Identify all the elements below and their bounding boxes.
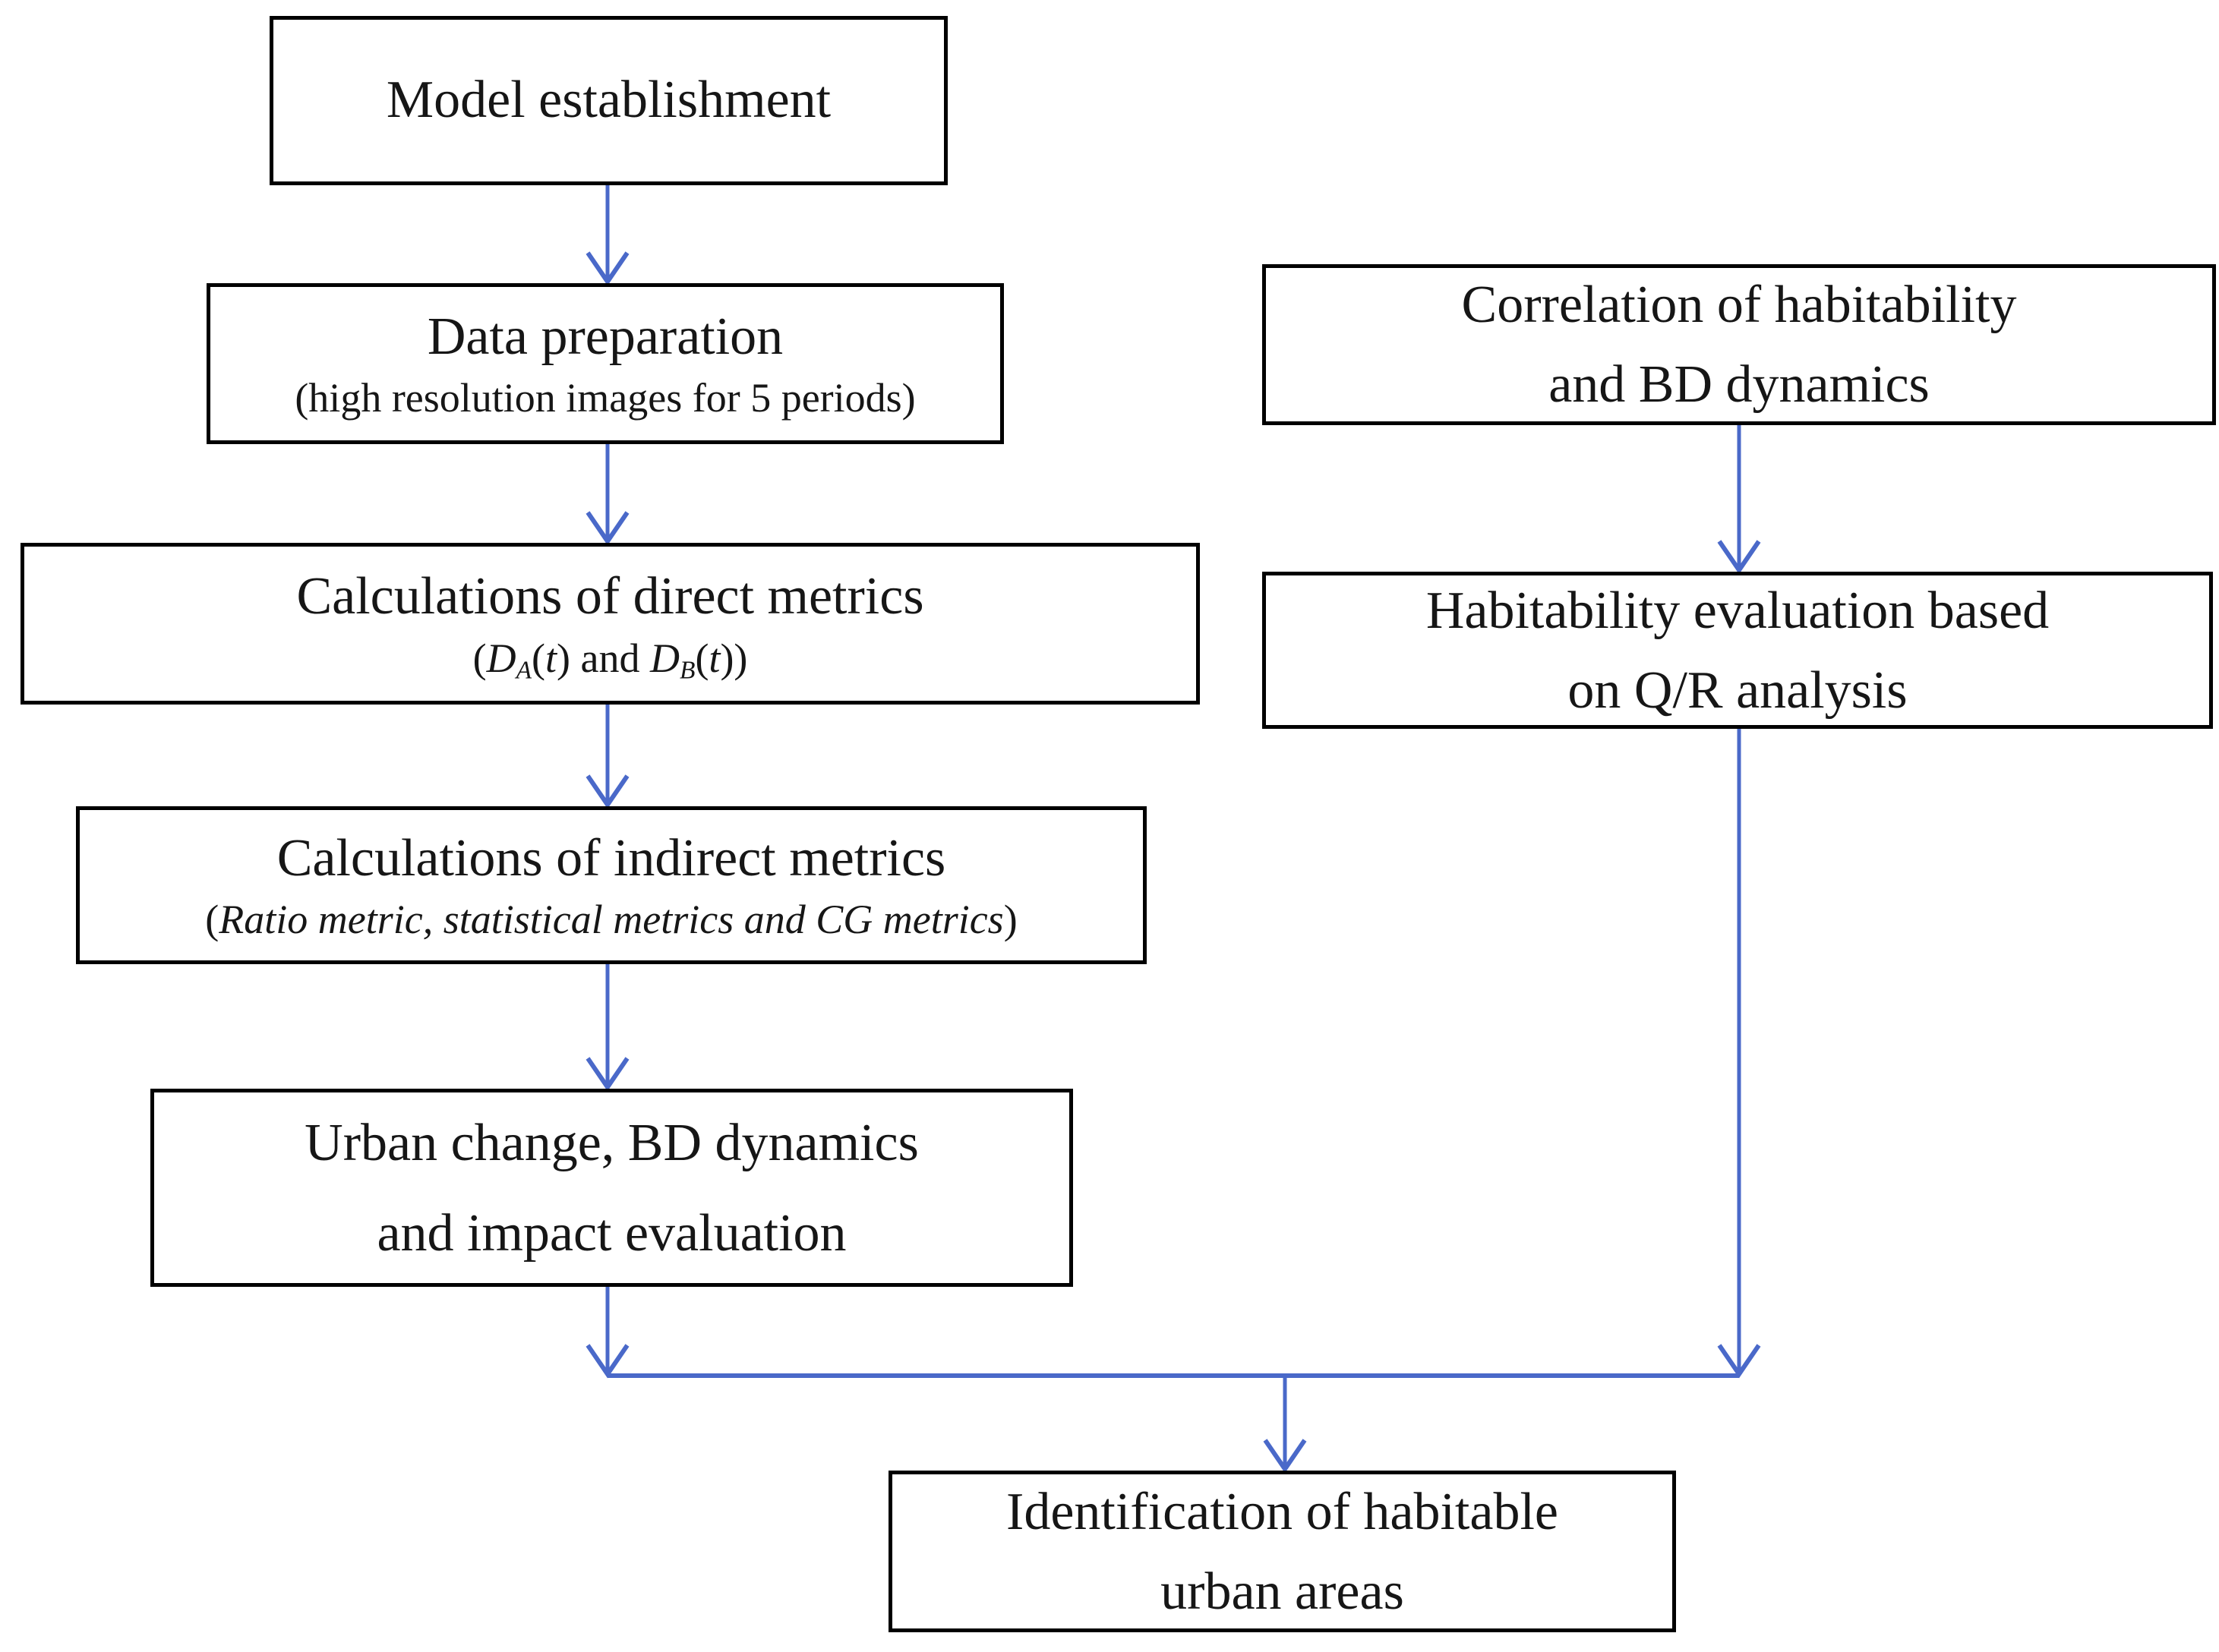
box-correlation-habitability: Correlation of habitability and BD dynam… bbox=[1262, 264, 2216, 425]
box-subtitle-formula: (DA(t) and DB(t)) bbox=[472, 635, 748, 685]
formula-variable: t bbox=[545, 635, 557, 681]
box-subtitle: (high resolution images for 5 periods) bbox=[295, 375, 916, 421]
box-title: Correlation of habitability and BD dynam… bbox=[1462, 265, 2017, 424]
box-identification-habitable-areas: Identification of habitable urban areas bbox=[889, 1471, 1676, 1632]
formula-paren: ( bbox=[532, 635, 546, 681]
subtitle-paren: ( bbox=[205, 897, 219, 943]
box-title: Habitability evaluation based on Q/R ana… bbox=[1426, 571, 2049, 730]
arrow-indirect-to-urban bbox=[586, 964, 630, 1092]
title-line-1: Habitability evaluation based bbox=[1425, 581, 2050, 640]
title-line-1: Identification of habitable bbox=[1006, 1482, 1558, 1541]
box-data-preparation: Data preparation (high resolution images… bbox=[207, 283, 1004, 444]
title-line-2: urban areas bbox=[1160, 1562, 1404, 1621]
box-model-establishment: Model establishment bbox=[270, 16, 948, 185]
formula-variable: D bbox=[486, 635, 516, 681]
arrow-junction-to-identification bbox=[1263, 1376, 1307, 1474]
formula-variable: D bbox=[649, 635, 680, 681]
subtitle-italic-text: Ratio metric, statistical metrics and CG… bbox=[219, 897, 1004, 943]
formula-paren: ( bbox=[472, 635, 487, 681]
box-direct-metrics: Calculations of direct metrics (DA(t) an… bbox=[21, 543, 1200, 705]
arrow-direct-to-indirect bbox=[586, 705, 630, 809]
box-title: Identification of habitable urban areas bbox=[1006, 1472, 1558, 1632]
box-title: Calculations of direct metrics bbox=[296, 567, 924, 626]
arrow-urban-to-junction bbox=[586, 1287, 630, 1379]
formula-paren: )) bbox=[720, 635, 748, 681]
box-habitability-evaluation: Habitability evaluation based on Q/R ana… bbox=[1262, 572, 2213, 729]
title-line-2: on Q/R analysis bbox=[1567, 660, 1908, 720]
box-indirect-metrics: Calculations of indirect metrics (Ratio … bbox=[76, 806, 1147, 964]
formula-variable: t bbox=[709, 635, 721, 681]
formula-and: and bbox=[570, 635, 650, 681]
title-line-1: Urban change, BD dynamics bbox=[305, 1113, 919, 1172]
title-line-1: Correlation of habitability bbox=[1461, 276, 2017, 334]
title-line-2: and impact evaluation bbox=[377, 1203, 847, 1263]
formula-subscript: B bbox=[679, 656, 696, 685]
arrow-correlation-to-habitability bbox=[1717, 425, 1761, 575]
box-title: Model establishment bbox=[386, 71, 832, 130]
box-title: Calculations of indirect metrics bbox=[276, 828, 946, 887]
box-subtitle: (Ratio metric, statistical metrics and C… bbox=[205, 896, 1017, 943]
box-title: Data preparation bbox=[427, 307, 784, 366]
formula-paren: ) bbox=[557, 635, 571, 681]
arrow-dataprep-to-direct bbox=[586, 444, 630, 546]
box-title: Urban change, BD dynamics and impact eva… bbox=[305, 1098, 919, 1278]
arrow-habitability-to-junction bbox=[1717, 729, 1761, 1379]
formula-paren: ( bbox=[695, 635, 709, 681]
subtitle-paren: ) bbox=[1003, 897, 1018, 943]
formula-subscript: A bbox=[516, 656, 532, 685]
arrow-model-to-dataprep bbox=[586, 185, 630, 286]
title-line-2: and BD dynamics bbox=[1548, 355, 1930, 414]
box-urban-change-evaluation: Urban change, BD dynamics and impact eva… bbox=[150, 1089, 1073, 1287]
